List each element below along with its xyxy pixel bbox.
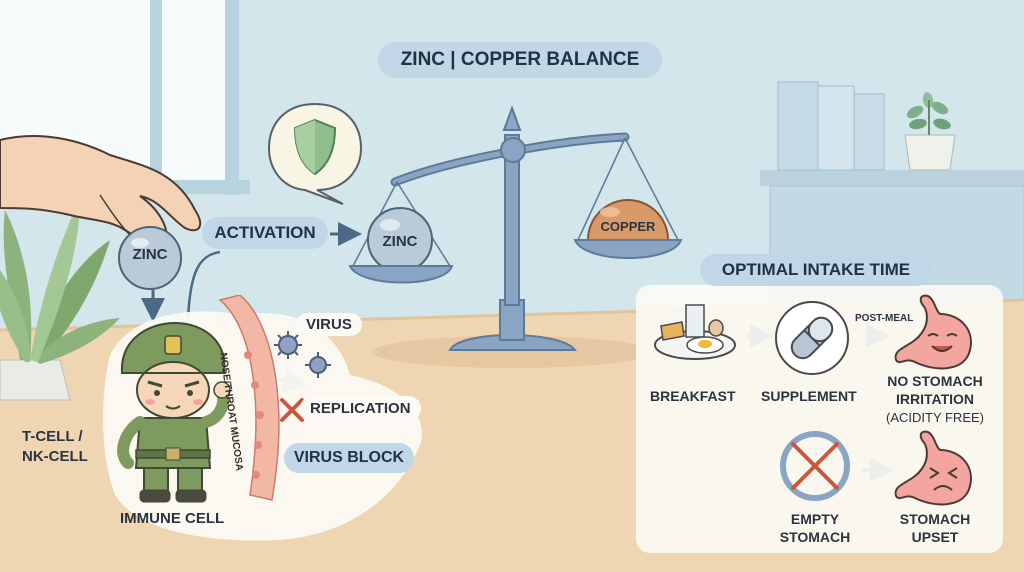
zinc-scale-label: ZINC [382,233,418,250]
supplement-label: SUPPLEMENT [761,388,857,404]
small-plant-icon [904,92,956,171]
stomach-upset-icon [894,430,972,506]
breakfast-label: BREAKFAST [650,388,736,404]
intake-title: OPTIMAL INTAKE TIME [700,254,932,286]
empty-stomach-line1: EMPTY [790,511,840,527]
hand-icon [0,134,202,245]
stomach-upset-line1: STOMACH [899,511,971,527]
page-title: ZINC | COPPER BALANCE [378,42,662,78]
no-irritation-line1: NO STOMACH [887,373,983,389]
stomach-happy-icon [894,294,972,370]
shield-bubble [267,102,363,205]
virus-label: VIRUS [296,313,362,336]
zinc-hand-label: ZINC [132,246,168,263]
no-irritation-line2: IRRITATION [895,391,975,407]
capsule-icon [775,301,849,375]
cross-icon [280,398,304,422]
acidity-free-label: (ACIDITY FREE) [886,410,984,425]
virus-icon [274,331,331,378]
empty-stomach-line2: STOMACH [779,529,851,545]
copper-scale-label: COPPER [600,219,656,234]
immune-cell-caption: IMMUNE CELL [120,510,225,527]
t-cell-label-line2: NK-CELL [22,448,88,465]
empty-stomach-icon [780,431,850,501]
immune-soldier [117,321,231,503]
books-icon [777,81,885,171]
t-cell-label-line1: T-CELL / [22,428,83,445]
shield-icon [293,118,337,176]
virus-block-label: VIRUS BLOCK [284,443,414,473]
stomach-upset-line2: UPSET [911,529,959,545]
plant-icon [0,200,120,401]
badge-icon [164,335,182,355]
zinc-hand-ball [118,226,182,290]
plate-icon [654,304,736,360]
post-meal-label: POST-MEAL [855,313,914,324]
activation-label: ACTIVATION [202,217,328,249]
replication-label: REPLICATION [300,396,421,421]
